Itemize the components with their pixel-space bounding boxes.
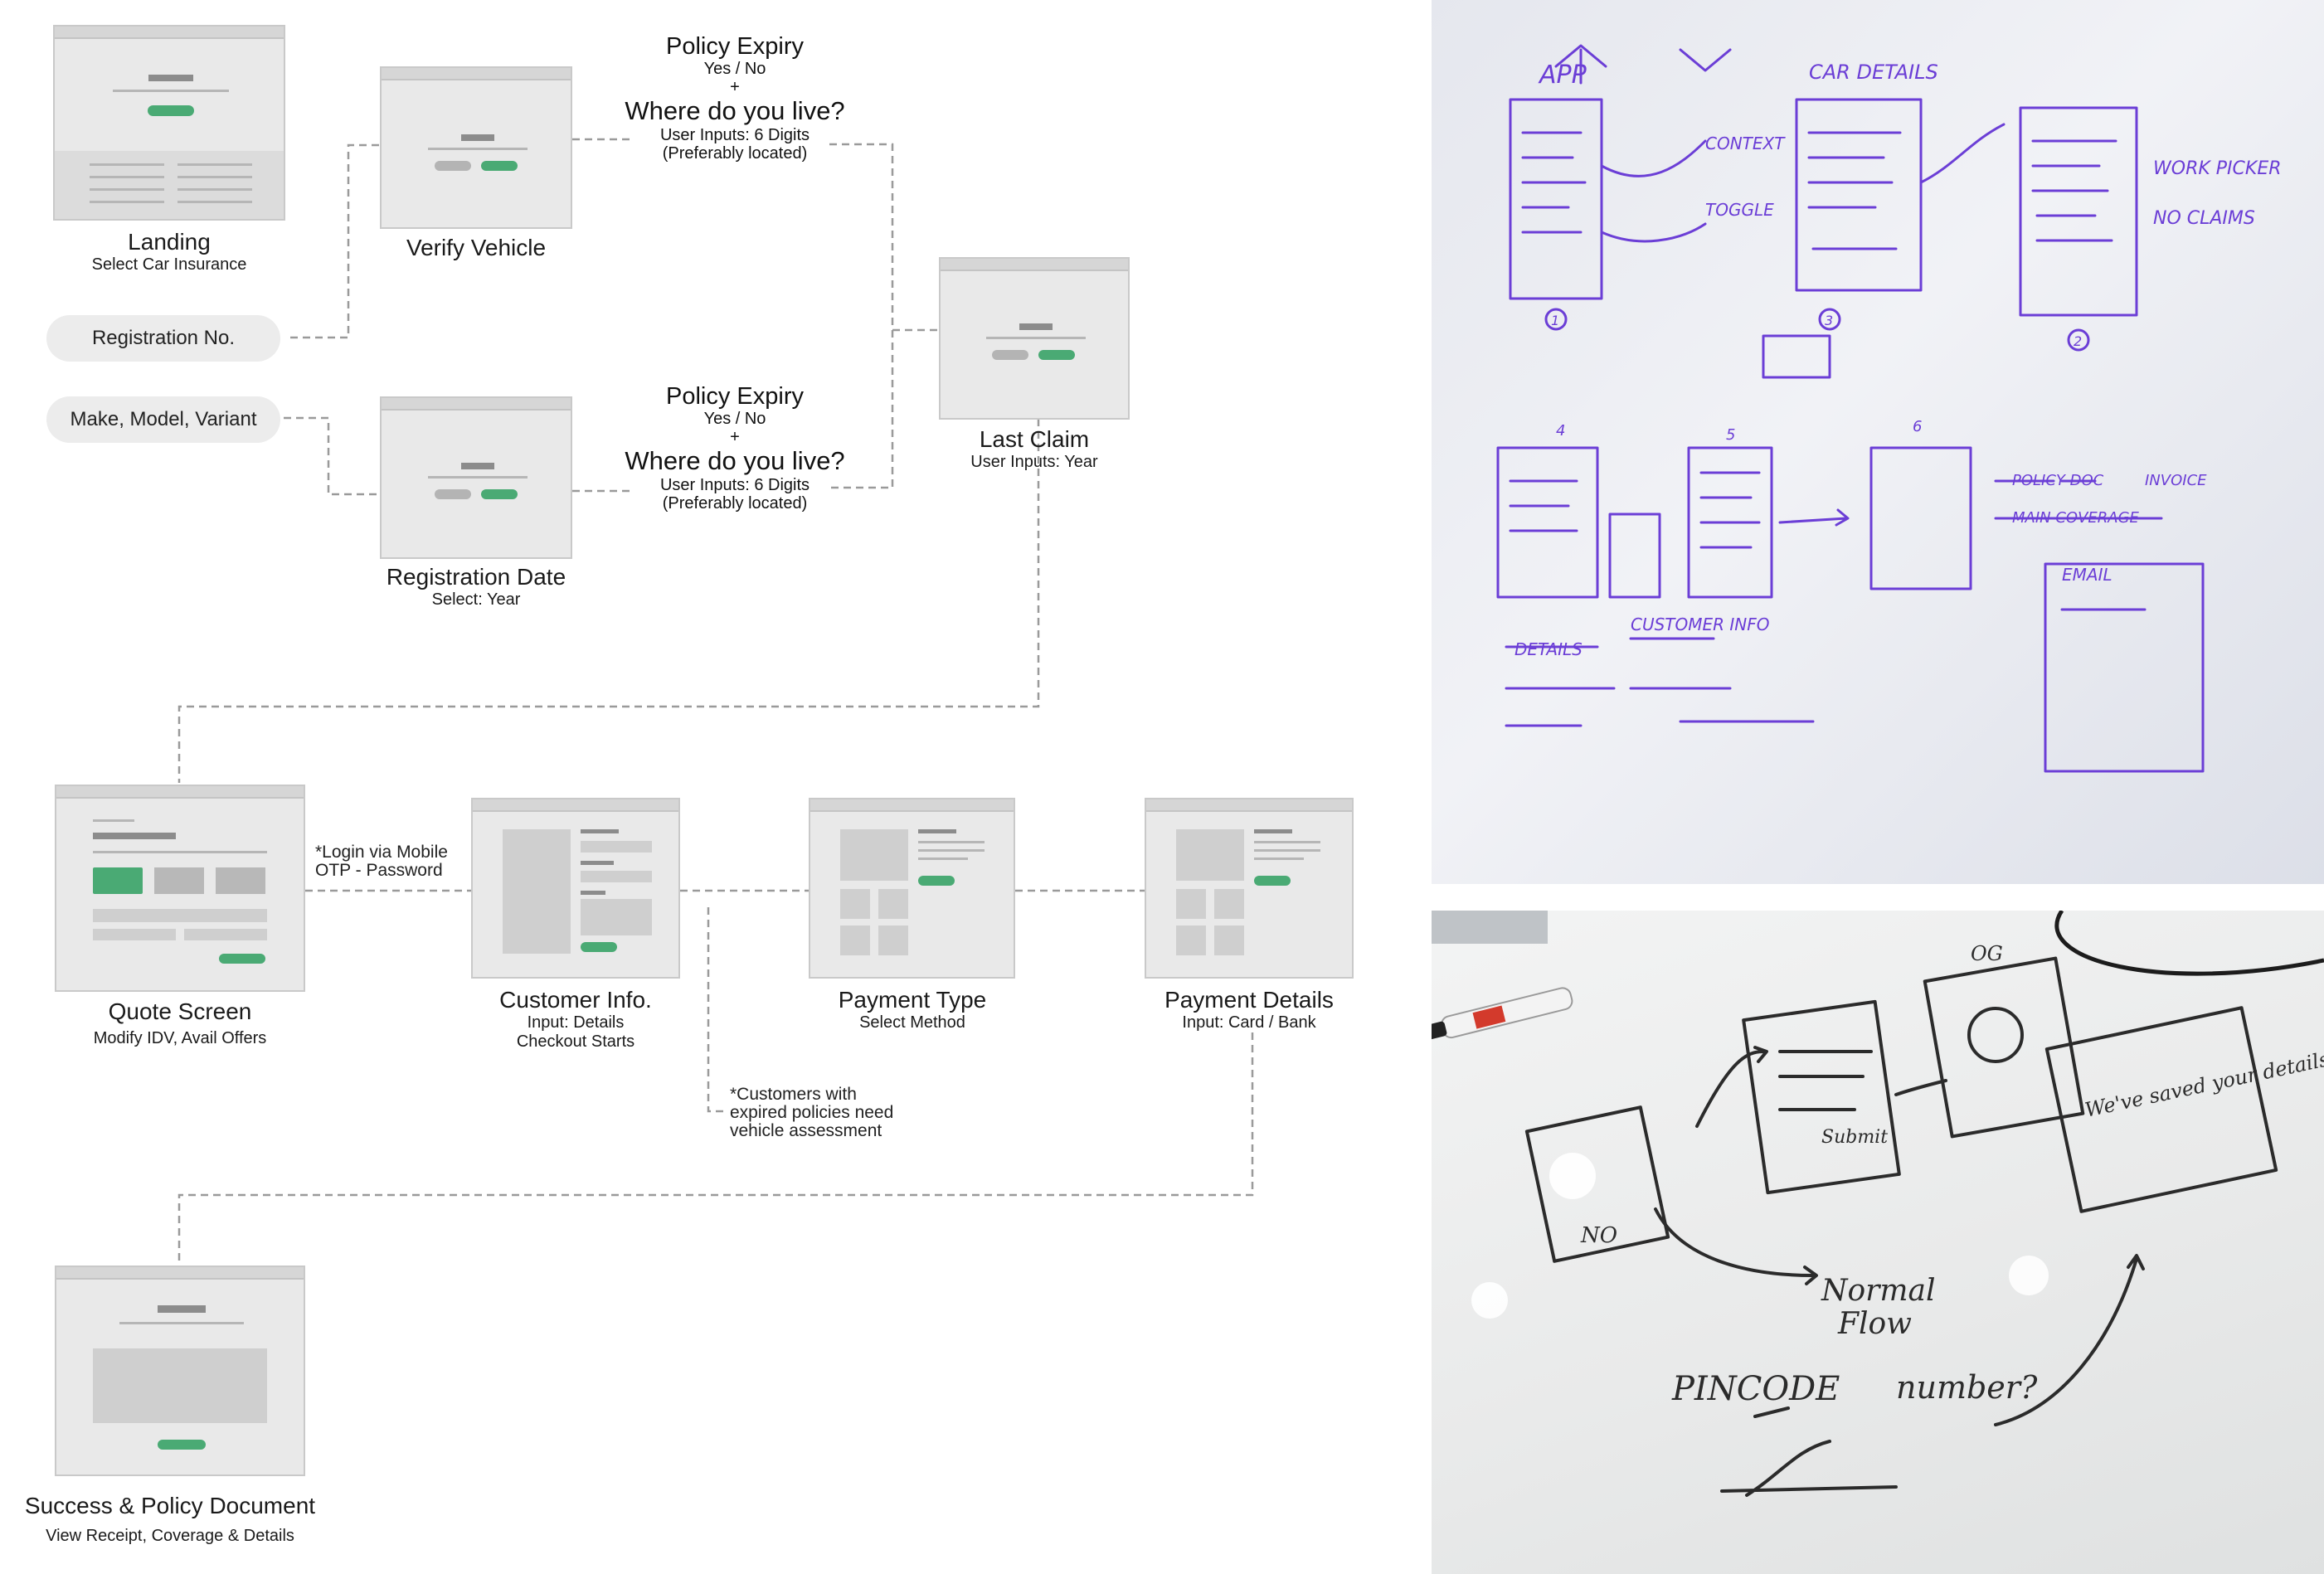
- wb2-normal-text: Normal: [1821, 1274, 1936, 1308]
- quote-screen-wireframe: [55, 785, 305, 992]
- wb2-og-text: OG: [1971, 942, 2003, 965]
- wb1-car-details-text: CAR DETAILS: [1809, 61, 1938, 84]
- quote-screen-title: Quote Screen: [108, 998, 252, 1024]
- browser-bar: [55, 27, 284, 39]
- flow-diagram: Landing Select Car Insurance Registratio…: [24, 25, 1354, 1545]
- condition-block-top: Policy Expiry Yes / No + Where do you li…: [610, 33, 859, 163]
- wb1-num-5: 5: [1726, 426, 1735, 444]
- customer-info-subtitle-1: Input: Details: [527, 1013, 625, 1032]
- preferably-located-label: (Preferably located): [662, 494, 808, 513]
- registration-no-input[interactable]: Registration No.: [46, 315, 280, 362]
- connector-claim-to-quote: [177, 419, 1040, 783]
- yes-no-label: Yes / No: [703, 410, 766, 428]
- policy-expiry-label: Policy Expiry: [666, 383, 804, 410]
- payment-details-wireframe: [1145, 798, 1354, 979]
- registration-date-subtitle: Select: Year: [431, 590, 521, 609]
- verify-vehicle-title: Verify Vehicle: [406, 235, 547, 260]
- quote-screen-subtitle: Modify IDV, Avail Offers: [93, 1029, 267, 1047]
- make-model-variant-input[interactable]: Make, Model, Variant: [46, 396, 280, 443]
- payment-details-subtitle: Input: Card / Bank: [1182, 1013, 1316, 1032]
- wb1-no-claims-text: NO CLAIMS: [2153, 208, 2255, 229]
- customer-info-subtitle-2: Checkout Starts: [516, 1032, 635, 1051]
- wb1-num-3: 3: [1825, 313, 1833, 328]
- whiteboard-photo-2: Submit NO Normal Flow PINCODE number? We…: [1432, 911, 2324, 1574]
- connector-customers-note: [707, 907, 726, 1113]
- condition-block-bottom: Policy Expiry Yes / No + Where do you li…: [610, 383, 859, 513]
- payment-type-wireframe: [809, 798, 1015, 979]
- wb2-saved-details-text: We've saved your details: [2083, 1047, 2324, 1122]
- landing-subtitle: Select Car Insurance: [91, 255, 247, 274]
- landing-title: Landing: [128, 229, 211, 255]
- wb2-submit-text: Submit: [1821, 1127, 1888, 1148]
- photo-divider: [1432, 884, 2324, 911]
- marker-pen: [1432, 987, 1573, 1040]
- wb1-app-text: APP: [1538, 61, 1587, 90]
- connector-make-to-regdate: [284, 416, 380, 496]
- connector-cond-merge: [829, 143, 894, 489]
- wb1-work-picker-text: WORK PICKER: [2153, 158, 2282, 179]
- registration-date-title: Registration Date: [386, 564, 566, 590]
- wb1-details-text: DETAILS: [1514, 639, 1583, 659]
- yes-no-label: Yes / No: [703, 60, 766, 78]
- wb1-policy-doc-text: POLICY DOC: [2012, 472, 2104, 489]
- success-title: Success & Policy Document: [24, 1493, 316, 1518]
- success-subtitle: View Receipt, Coverage & Details: [46, 1527, 294, 1545]
- wb1-context-text: CONTEXT: [1705, 134, 1786, 153]
- payment-type-subtitle: Select Method: [859, 1013, 965, 1032]
- flow-connectors: [177, 138, 1254, 1265]
- where-do-you-live-label: Where do you live?: [625, 446, 845, 475]
- user-inputs-label: User Inputs: 6 Digits: [659, 476, 810, 494]
- connector-reg-to-verify: [290, 143, 380, 339]
- wb1-email-text: EMAIL: [2062, 565, 2113, 585]
- verify-vehicle-wireframe: [380, 66, 572, 229]
- customer-info-wireframe: [471, 798, 680, 979]
- wb1-num-2: 2: [2074, 333, 2082, 349]
- last-claim-wireframe: [939, 257, 1130, 420]
- user-inputs-label: User Inputs: 6 Digits: [659, 126, 810, 144]
- preferably-located-label: (Preferably located): [662, 144, 808, 163]
- success-wireframe: [55, 1266, 305, 1476]
- wb2-pincode-text: PINCODE: [1671, 1370, 1840, 1408]
- wb1-num-6: 6: [1913, 418, 1922, 435]
- payment-type-title: Payment Type: [838, 987, 987, 1013]
- registration-date-wireframe: [380, 396, 572, 559]
- plus-label: +: [730, 78, 740, 96]
- whiteboard-sketch-2: Submit NO Normal Flow PINCODE number? We…: [1432, 911, 2324, 1497]
- whiteboard-photo-1: APP CAR DETAILS CONTEXT TOGGLE WORK PICK…: [1432, 0, 2324, 884]
- last-claim-title: Last Claim: [979, 426, 1090, 452]
- customers-note: *Customers with expired policies need ve…: [730, 1085, 894, 1140]
- wb2-no-text: NO: [1580, 1223, 1617, 1248]
- wb1-toggle-text: TOGGLE: [1705, 200, 1774, 220]
- where-do-you-live-label: Where do you live?: [625, 96, 845, 125]
- wb1-main-coverage-text: MAIN COVERAGE: [2012, 509, 2140, 527]
- policy-expiry-label: Policy Expiry: [666, 33, 804, 60]
- landing-wireframe: [53, 25, 285, 221]
- wb2-flow-text: Flow: [1837, 1307, 1912, 1341]
- wb2-number-text: number?: [1896, 1369, 2038, 1406]
- wb1-customer-info-text: CUSTOMER INFO: [1631, 615, 1770, 634]
- whiteboard-sketch-1: APP CAR DETAILS CONTEXT TOGGLE WORK PICK…: [1496, 44, 2282, 773]
- wb1-invoice-text: INVOICE: [2145, 472, 2207, 489]
- payment-details-title: Payment Details: [1164, 987, 1334, 1013]
- login-note: *Login via Mobile OTP - Password: [315, 843, 448, 880]
- customer-info-title: Customer Info.: [499, 987, 652, 1013]
- wb1-num-4: 4: [1556, 422, 1565, 440]
- wb1-num-1: 1: [1551, 313, 1559, 328]
- connector-paydetails-to-success: [177, 1032, 1254, 1265]
- plus-label: +: [730, 428, 740, 446]
- last-claim-subtitle: User Inputs: Year: [970, 453, 1098, 471]
